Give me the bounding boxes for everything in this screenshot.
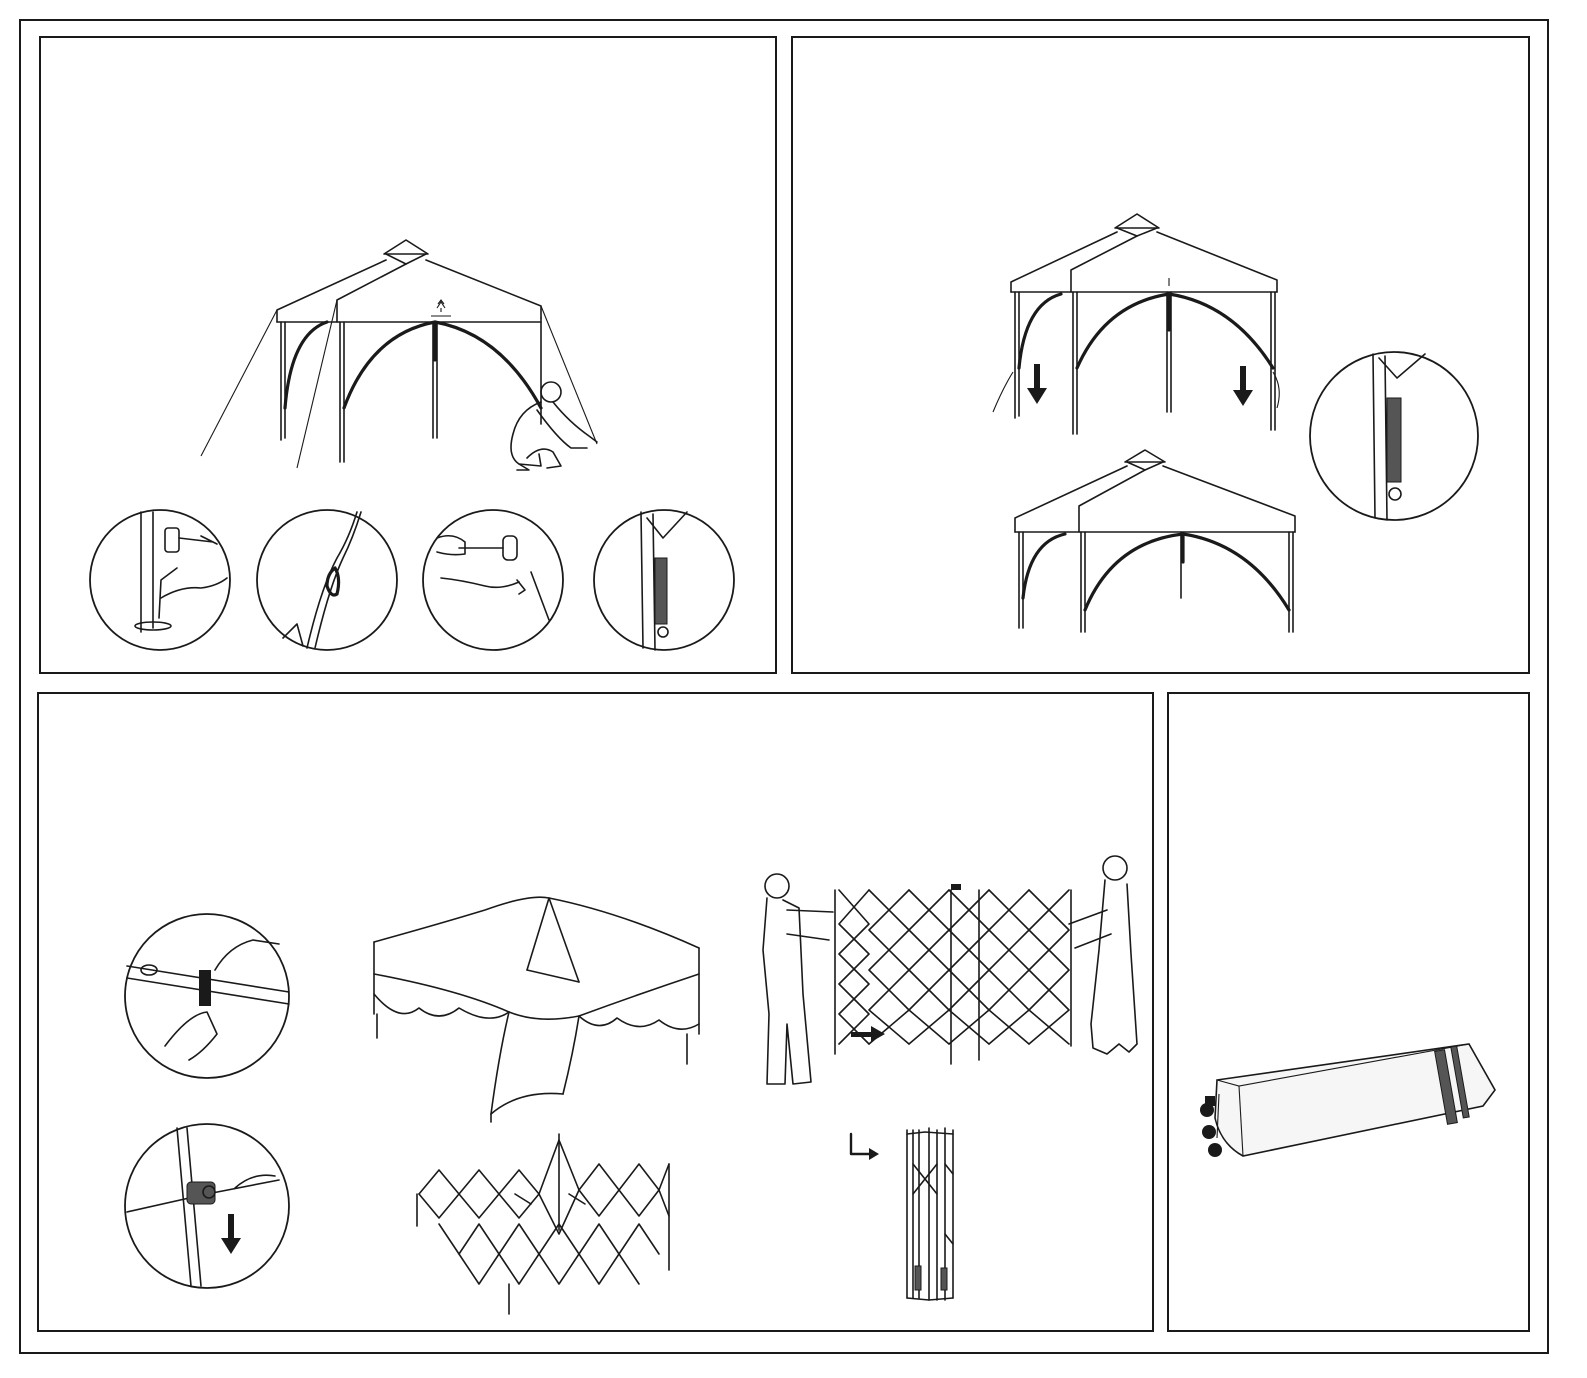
mallet-icon (423, 510, 563, 650)
velcro-strap-icon (1310, 352, 1478, 520)
folded-frame-icon (907, 1128, 953, 1300)
strap-release-icon (125, 914, 289, 1078)
two-people-icon (763, 856, 1137, 1084)
canopy-top-icon (374, 897, 699, 1122)
panel-stake-canopy (39, 36, 777, 674)
down-arrow-icon (1027, 364, 1047, 404)
scissor-frame-icon (417, 1134, 669, 1314)
down-arrow-icon (1233, 366, 1253, 406)
stake-ring-icon (90, 510, 230, 650)
canopy-icon (1015, 450, 1295, 632)
right-arrow-icon (851, 1134, 879, 1160)
wheeled-bag-icon (1200, 1044, 1495, 1157)
panel-lower-canopy (791, 36, 1530, 674)
tension-cord-icon (257, 510, 397, 650)
leg-lock-icon (125, 1124, 289, 1288)
velcro-strap-icon (594, 510, 734, 650)
panel-fold-frame (37, 692, 1154, 1332)
panel-carry-bag (1167, 692, 1530, 1332)
crouching-person-icon (511, 382, 597, 470)
canopy-icon (201, 240, 597, 468)
right-arrow-icon (851, 1026, 885, 1042)
